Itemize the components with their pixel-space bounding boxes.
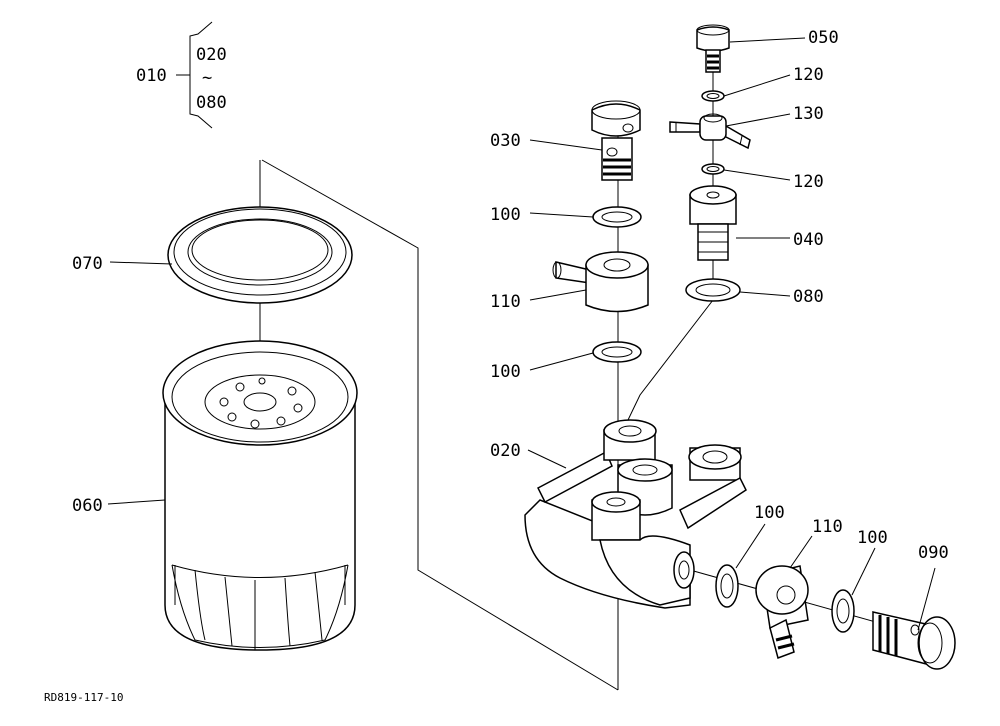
label-100-upper: 100 (490, 205, 521, 225)
label-080: 080 (793, 287, 824, 307)
label-060: 060 (72, 496, 103, 516)
label-100-side-a: 100 (754, 503, 785, 523)
washer-080 (685, 278, 741, 302)
washer-120-upper (701, 90, 725, 102)
label-090: 090 (918, 543, 949, 563)
label-040: 040 (793, 230, 824, 250)
label-020: 020 (490, 441, 521, 461)
label-010: 010 (136, 66, 167, 86)
label-050: 050 (808, 28, 839, 48)
label-030: 030 (490, 131, 521, 151)
label-130: 130 (793, 104, 824, 124)
washer-100-side-a (715, 564, 739, 608)
filter-cartridge-060 (162, 340, 358, 651)
label-120-lower: 120 (793, 172, 824, 192)
hollow-bolt-040 (689, 185, 737, 261)
washer-100-side-b (831, 589, 855, 633)
part-group-bracket: 010 020 ~ 080 (136, 21, 227, 129)
gasket-ring-070 (167, 206, 353, 304)
label-020-range: 020 (196, 45, 227, 65)
label-range-tilde: ~ (202, 68, 212, 88)
label-110-lower: 110 (812, 517, 843, 537)
label-100-middle: 100 (490, 362, 521, 382)
part-labels: 050 120 130 120 030 100 040 070 110 080 … (72, 28, 949, 563)
label-100-side-b: 100 (857, 528, 888, 548)
drawing-code: RD819-117-10 (44, 691, 123, 704)
washer-100-lower (592, 341, 642, 363)
banjo-bolt-090 (872, 611, 956, 670)
label-080-range: 080 (196, 93, 227, 113)
filter-head-020 (524, 419, 747, 609)
leader-lines (107, 37, 936, 631)
label-120-upper: 120 (793, 65, 824, 85)
washer-120-lower (701, 163, 725, 175)
banjo-fitting-110-upper (552, 251, 649, 313)
banjo-fitting-110-lower (755, 565, 809, 659)
tee-joint-130 (669, 113, 751, 150)
washer-100-upper (592, 206, 642, 228)
banjo-bolt-030 (591, 100, 641, 181)
label-110-upper: 110 (490, 292, 521, 312)
label-070: 070 (72, 254, 103, 274)
bleeder-screw-050 (696, 24, 730, 73)
